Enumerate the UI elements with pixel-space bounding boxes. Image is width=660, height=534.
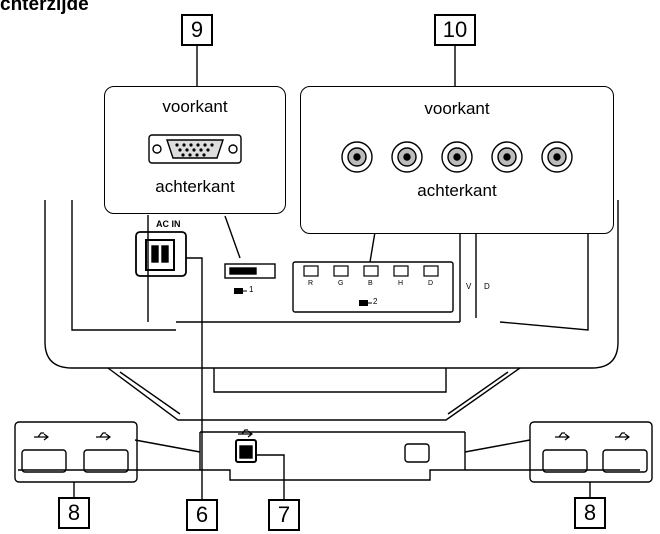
- monitor-body-outline: [44, 200, 619, 369]
- bnc-letter-v: V: [466, 282, 472, 291]
- vga-front-label: voorkant: [162, 97, 228, 116]
- usb-port-right-1: [542, 449, 588, 473]
- leader-7: [256, 454, 285, 500]
- power-socket-icon: [135, 231, 187, 277]
- stand-neck-inner: [213, 368, 447, 393]
- panel-input2-group: [292, 261, 454, 313]
- bnc-letter-d2: D: [484, 282, 490, 291]
- usb-port-left-2: [83, 449, 129, 473]
- callout-bnc: voorkant achterkant: [300, 86, 614, 234]
- leader-bnc: [369, 231, 376, 263]
- base-slope-left: [134, 439, 201, 453]
- rear-panel-outline: [71, 200, 589, 331]
- panel-bnc-jacks: [303, 265, 439, 277]
- badge-8-left: 8: [58, 497, 90, 529]
- bnc-back-label: achterkant: [417, 181, 497, 200]
- badge-6: 6: [186, 499, 218, 531]
- badge-8-right: 8: [574, 497, 606, 529]
- stand-shadow: [119, 371, 509, 415]
- bnc-letter-g: G: [338, 280, 344, 287]
- vga-connector-icon: [148, 134, 242, 164]
- bnc-letter-b: B: [368, 280, 373, 287]
- vga-back-label: achterkant: [155, 177, 235, 196]
- input2-label: 2: [373, 297, 378, 306]
- leader-6: [186, 257, 203, 500]
- usb-icon: [34, 429, 630, 441]
- input1-label: 1: [249, 285, 254, 294]
- callout-vga: voorkant achterkant: [104, 86, 286, 214]
- input-icon: [234, 288, 247, 294]
- usb-hub-right: [529, 421, 653, 483]
- base-slope-right: [464, 439, 531, 453]
- input-icon: [359, 300, 372, 306]
- bnc-connector-icon: [341, 141, 573, 173]
- security-slot: [404, 443, 430, 463]
- bnc-front-label: voorkant: [424, 99, 490, 118]
- badge-10: 10: [434, 14, 476, 46]
- usb-port-right-2: [602, 449, 648, 473]
- leader-vga: [224, 215, 241, 259]
- badge-7: 7: [268, 499, 300, 531]
- bnc-letter-r: R: [308, 280, 314, 287]
- panel-vga-jack: [224, 263, 276, 279]
- badge-9: 9: [181, 14, 213, 46]
- usb-port-left-1: [21, 449, 67, 473]
- bnc-letter-d: D: [428, 280, 434, 287]
- stand-neck: [107, 367, 521, 421]
- usb-upstream-port: [235, 439, 257, 463]
- ac-in-label: AC IN: [156, 219, 181, 229]
- usb-hub-left: [14, 421, 138, 483]
- section-heading: chterzijde: [0, 0, 89, 15]
- bnc-letter-h: H: [398, 280, 404, 287]
